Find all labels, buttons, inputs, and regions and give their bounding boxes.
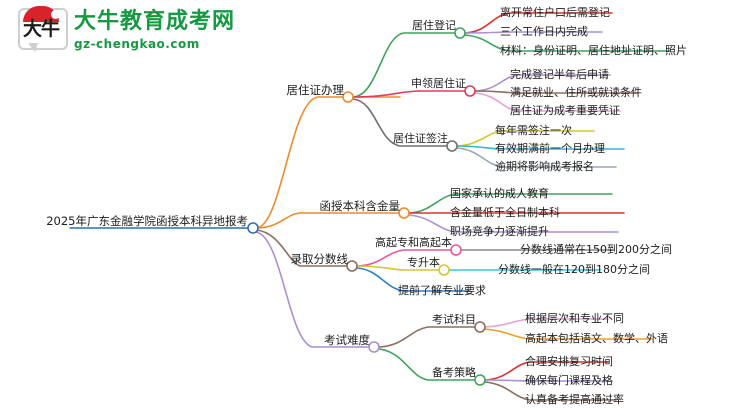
edge-b3-s1	[356, 249, 457, 267]
edge-s2-leaf2	[474, 90, 639, 94]
mindmap-leaf-2-2[interactable]: 含金量低于全日制本科	[450, 206, 560, 219]
edge-b2-leaf1	[408, 193, 613, 214]
mindmap-leaf-1-3-1[interactable]: 每年需签注一次	[495, 124, 572, 137]
mindmap-leaf-1-2-3[interactable]: 居住证为成考重要凭证	[510, 104, 620, 117]
mindmap-node-专升本[interactable]: 专升本	[407, 256, 440, 269]
node-circle-branch-1[interactable]	[342, 91, 354, 103]
mindmap-leaf-2-3[interactable]: 职场竞争力逐渐提升	[450, 225, 549, 238]
edge-b3-s3	[356, 267, 471, 292]
mindmap-leaf-3-3[interactable]: 提前了解专业要求	[398, 284, 486, 297]
edge-b1-to-s2	[352, 90, 471, 98]
mindmap-leaf-2-1[interactable]: 国家承认的成人教育	[450, 187, 549, 200]
node-circle-root[interactable]	[247, 222, 259, 234]
mindmap-leaf-4-1-1[interactable]: 根据层次和专业不同	[525, 312, 624, 325]
node-circle-b3-s2[interactable]	[438, 264, 450, 276]
edge-b1-to-s3	[352, 98, 453, 147]
logo-bubble-icon: 大牛	[18, 6, 68, 52]
edge-b4s1-leaf1	[484, 318, 609, 328]
mindmap-leaf-1-2-2[interactable]: 满足就业、住所或就读条件	[510, 86, 642, 99]
mindmap-node-申领居住证[interactable]: 申领居住证	[411, 77, 466, 90]
edge-root-to-branch-4	[255, 231, 375, 348]
edge-s2-leaf3	[474, 92, 621, 112]
node-circle-b1-s3[interactable]	[446, 140, 458, 152]
edge-s1-leaf1	[464, 12, 613, 34]
mindmap-node-备考策略[interactable]: 备考策略	[432, 366, 476, 379]
mindmap-leaf-1-3-2[interactable]: 有效期满前一个月办理	[495, 142, 605, 155]
edge-b2-leaf3	[408, 214, 619, 233]
node-circle-b1-s1[interactable]	[454, 27, 466, 39]
mindmap-root-label[interactable]: 2025年广东金融学院函授本科异地报考	[46, 214, 248, 228]
node-circle-branch-4[interactable]	[368, 341, 380, 353]
mindmap-leaf-3-1-1[interactable]: 分数线通常在150到200分之间	[520, 243, 672, 256]
node-circle-branch-3[interactable]	[346, 260, 358, 272]
mindmap-leaf-1-1-2[interactable]: 三个工作日内完成	[500, 25, 588, 38]
node-circle-b4-s2[interactable]	[474, 374, 486, 386]
mindmap-node-录取分数线[interactable]: 录取分数线	[290, 252, 349, 266]
mindmap-leaf-3-2-1[interactable]: 分数线一般在120到180分之间	[498, 263, 650, 276]
brand-title: 大牛教育成考网	[74, 8, 236, 34]
edge-b4s2-leaf1	[484, 361, 609, 381]
node-circle-b1-s2[interactable]	[464, 85, 476, 97]
edge-s3-leaf2	[456, 145, 625, 150]
edge-b3-s2	[356, 265, 445, 271]
edge-root-to-branch-2	[255, 212, 405, 229]
edge-b4-s2	[378, 348, 481, 381]
mindmap-leaf-4-2-3[interactable]: 认真备考提高通过率	[525, 393, 624, 406]
node-circle-b4-s1[interactable]	[474, 321, 486, 333]
mindmap-node-居住证签注[interactable]: 居住证签注	[393, 132, 448, 145]
mindmap-leaf-1-1-3[interactable]: 材料：身份证明、居住地址证明、照片	[500, 44, 687, 57]
edge-b4s2-leaf2	[484, 379, 609, 382]
edge-root-to-branch-3	[255, 229, 353, 267]
mindmap-node-函授本科含金量[interactable]: 函授本科含金量	[319, 199, 401, 213]
edge-s2-leaf1	[474, 74, 611, 92]
brand-subtitle: gz-chengkao.com	[74, 36, 200, 51]
edge-b1-to-s1	[352, 32, 461, 98]
node-circle-b3-s1[interactable]	[450, 244, 462, 256]
mindmap-leaf-4-1-2[interactable]: 高起本包括语文、数学、外语	[525, 332, 668, 345]
mindmap-node-高起专和高起本[interactable]: 高起专和高起本	[375, 236, 452, 249]
mindmap-leaf-1-1-1[interactable]: 离开常住户口后需登记	[500, 6, 610, 19]
mindmap-leaf-4-2-1[interactable]: 合理安排复习时间	[525, 355, 613, 368]
site-logo[interactable]: 大牛 大牛教育成考网 gz-chengkao.com	[18, 6, 236, 52]
mindmap-node-考试难度[interactable]: 考试难度	[324, 333, 370, 347]
edge-root-to-branch-1	[255, 96, 401, 229]
mindmap-leaf-4-2-2[interactable]: 确保每门课程及格	[525, 374, 613, 387]
mindmap-node-居住登记[interactable]: 居住登记	[412, 19, 456, 32]
edge-s1-leaf3	[464, 34, 671, 52]
node-circle-branch-2[interactable]	[398, 207, 410, 219]
edge-b4-s1	[378, 326, 481, 348]
logo-mark-text: 大牛	[22, 18, 60, 40]
mindmap-leaf-1-2-1[interactable]: 完成登记半年后申请	[510, 68, 609, 81]
mindmap-node-考试科目[interactable]: 考试科目	[432, 313, 476, 326]
edge-s3-leaf3	[456, 147, 617, 168]
edge-b4s1-leaf2	[484, 328, 653, 340]
mindmap-node-居住证办理[interactable]: 居住证办理	[286, 83, 345, 97]
edge-s3-leaf1	[456, 130, 595, 147]
edge-b4s2-leaf3	[484, 381, 617, 401]
mindmap-leaf-1-3-3[interactable]: 逾期将影响成考报名	[495, 160, 594, 173]
edge-s1-leaf2	[464, 31, 603, 34]
